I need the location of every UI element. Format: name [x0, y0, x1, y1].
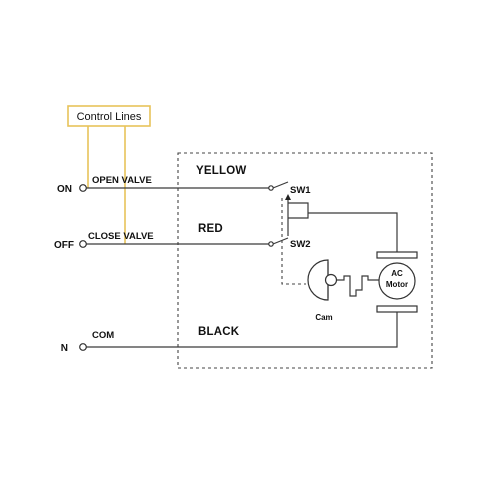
wire-color-red: RED — [198, 223, 223, 235]
close-valve-label: CLOSE VALVE — [88, 231, 154, 242]
motor-label-line1: AC — [391, 269, 403, 278]
wire-color-black: BLACK — [198, 326, 240, 338]
cam — [307, 259, 380, 301]
terminal-off-label: OFF — [54, 240, 74, 251]
terminal-neutral — [79, 343, 87, 351]
switch-assembly — [268, 181, 398, 285]
open-valve-label: OPEN VALVE — [92, 175, 152, 186]
motor-label-line2: Motor — [386, 280, 408, 289]
cam-label: Cam — [315, 313, 332, 322]
actuator-enclosure — [177, 152, 433, 369]
wire-color-yellow: YELLOW — [196, 165, 246, 177]
sw1-label: SW1 — [290, 185, 311, 196]
terminal-neutral-label: N — [61, 343, 68, 354]
sw2-label: SW2 — [290, 239, 311, 250]
control-lines-label: Control Lines — [77, 111, 142, 123]
ac-motor — [376, 251, 418, 313]
control-lines-box: Control Lines — [67, 105, 151, 127]
wire-com — [86, 312, 398, 348]
terminal-on-label: ON — [57, 184, 72, 195]
terminal-on — [79, 184, 87, 192]
terminal-off — [79, 240, 87, 248]
com-label: COM — [92, 330, 114, 341]
